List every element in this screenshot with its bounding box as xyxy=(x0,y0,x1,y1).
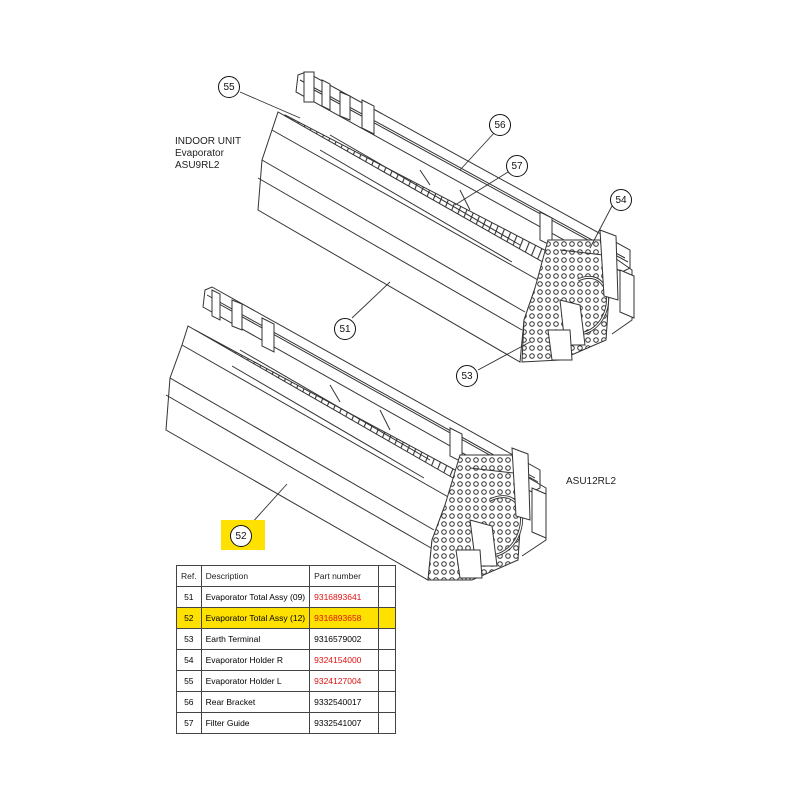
callout-52: 52 xyxy=(230,525,252,547)
row-ref: 51 xyxy=(176,586,202,608)
callout-57: 57 xyxy=(506,155,528,177)
header-part-number: Part number xyxy=(309,565,380,587)
leader-56 xyxy=(459,131,496,171)
row-extra xyxy=(378,691,397,713)
row-ref: 56 xyxy=(176,691,202,713)
callout-51: 51 xyxy=(334,318,356,340)
model-asu12-label: ASU12RL2 xyxy=(566,476,617,487)
row-extra xyxy=(378,670,397,692)
row-description: Evaporator Total Assy (12) xyxy=(200,607,311,629)
leader-52 xyxy=(249,483,288,526)
row-description: Filter Guide xyxy=(200,712,311,734)
evaporator-label: Evaporator xyxy=(175,148,224,159)
row-ref: 54 xyxy=(176,649,202,671)
row-part-number: 9316893658 xyxy=(309,607,380,629)
leader-57 xyxy=(454,171,509,206)
row-part-number: 9316893641 xyxy=(309,586,380,608)
row-part-number: 9324154000 xyxy=(309,649,380,671)
evaporator-upper xyxy=(257,71,635,363)
callout-54: 54 xyxy=(610,189,632,211)
leader-lines xyxy=(239,91,613,526)
header-ref: Ref. xyxy=(176,565,202,587)
row-description: Rear Bracket xyxy=(200,691,311,713)
leader-55 xyxy=(239,91,301,119)
row-extra xyxy=(378,628,397,650)
row-description: Earth Terminal xyxy=(200,628,311,650)
row-ref: 55 xyxy=(176,670,202,692)
row-part-number: 9324127004 xyxy=(309,670,380,692)
parts-table-header: Ref. Description Part number xyxy=(176,565,397,587)
callout-55: 55 xyxy=(218,76,240,98)
row-description: Evaporator Holder R xyxy=(200,649,311,671)
callout-56: 56 xyxy=(489,114,511,136)
header-extra xyxy=(378,565,397,587)
indoor-unit-label: INDOOR UNIT xyxy=(175,136,242,147)
header-description: Description xyxy=(200,565,311,587)
leader-54 xyxy=(589,205,613,249)
leader-53 xyxy=(477,341,531,371)
model-asu9-label: ASU9RL2 xyxy=(175,160,220,171)
row-extra xyxy=(378,586,397,608)
callout-53: 53 xyxy=(456,365,478,387)
leader-51 xyxy=(351,281,391,319)
row-description: Evaporator Holder L xyxy=(200,670,311,692)
row-extra xyxy=(378,649,397,671)
row-ref: 53 xyxy=(176,628,202,650)
row-extra xyxy=(378,712,397,734)
row-description: Evaporator Total Assy (09) xyxy=(200,586,311,608)
row-part-number: 9332540017 xyxy=(309,691,380,713)
row-part-number: 9332541007 xyxy=(309,712,380,734)
row-part-number: 9316579002 xyxy=(309,628,380,650)
row-extra xyxy=(378,607,397,629)
evaporator-lower xyxy=(165,286,547,581)
row-ref: 57 xyxy=(176,712,202,734)
row-ref: 52 xyxy=(176,607,202,629)
